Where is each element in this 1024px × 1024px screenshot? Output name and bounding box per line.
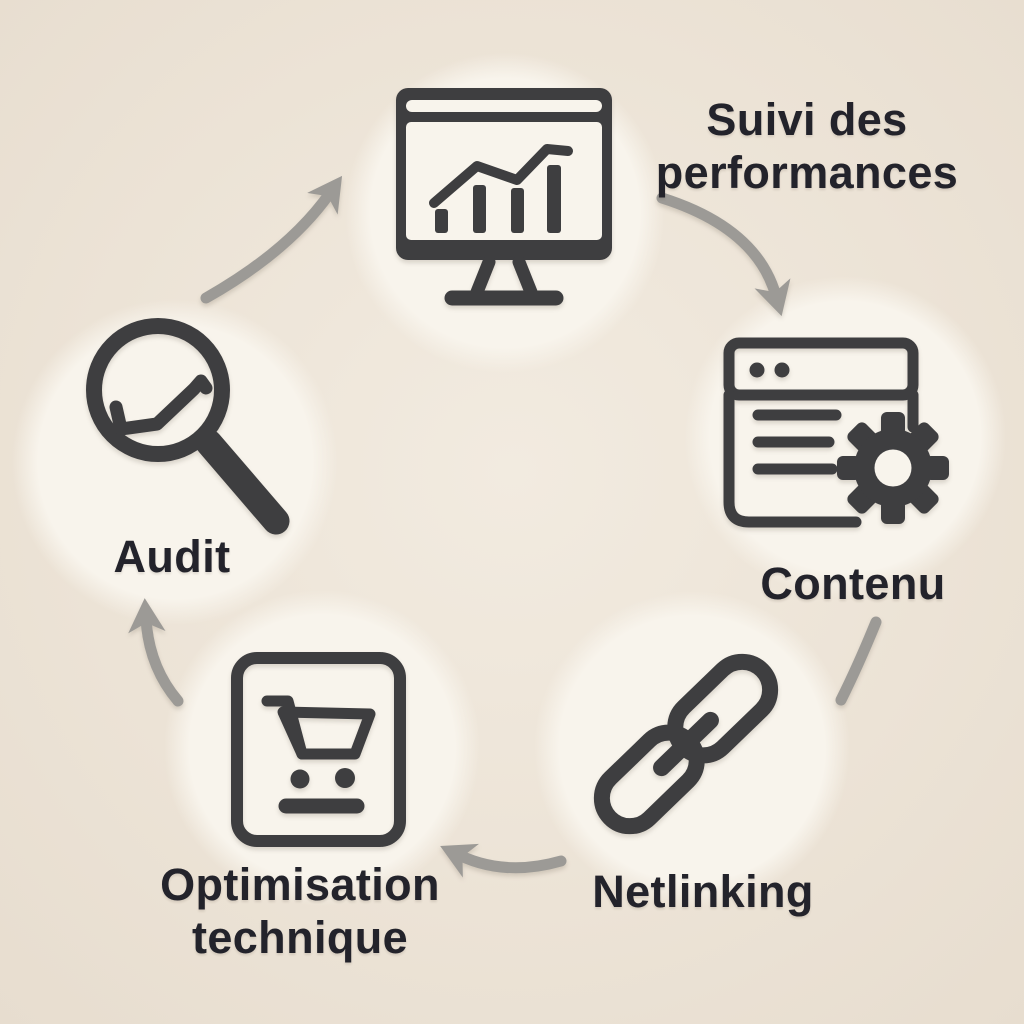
node-label-suivi: Suivi des performances	[587, 93, 1024, 199]
arrow-netlinking-to-optimisation	[440, 843, 567, 878]
node-label-optimisation: Optimisation technique	[100, 858, 500, 964]
cycle-arrows	[128, 175, 882, 878]
label-line: performances	[655, 147, 959, 198]
browser-gear-icon	[723, 337, 949, 528]
label-line: Suivi des	[706, 94, 908, 145]
arrow-contenu-to-netlinking	[835, 616, 882, 706]
magnifier-trend-icon	[86, 318, 290, 535]
monitor-chart-icon	[396, 88, 612, 306]
label-line: Optimisation	[160, 859, 440, 910]
label-line: Netlinking	[592, 866, 814, 917]
node-circle-optimisation	[164, 590, 480, 906]
document-cart-icon	[231, 652, 406, 847]
arrow-audit-to-suivi	[200, 175, 343, 304]
node-circle-audit	[12, 299, 338, 625]
chain-link-icon	[593, 653, 779, 835]
label-line: technique	[191, 912, 409, 963]
node-label-contenu: Contenu	[713, 557, 993, 610]
label-line: Contenu	[760, 558, 946, 609]
gear-icon	[837, 412, 949, 524]
arrow-suivi-to-contenu	[656, 192, 791, 317]
node-label-netlinking: Netlinking	[553, 865, 853, 918]
label-line: Audit	[113, 531, 231, 582]
node-label-audit: Audit	[52, 530, 292, 583]
arrow-optimisation-to-audit	[128, 598, 184, 707]
node-circle-contenu	[684, 276, 1006, 598]
